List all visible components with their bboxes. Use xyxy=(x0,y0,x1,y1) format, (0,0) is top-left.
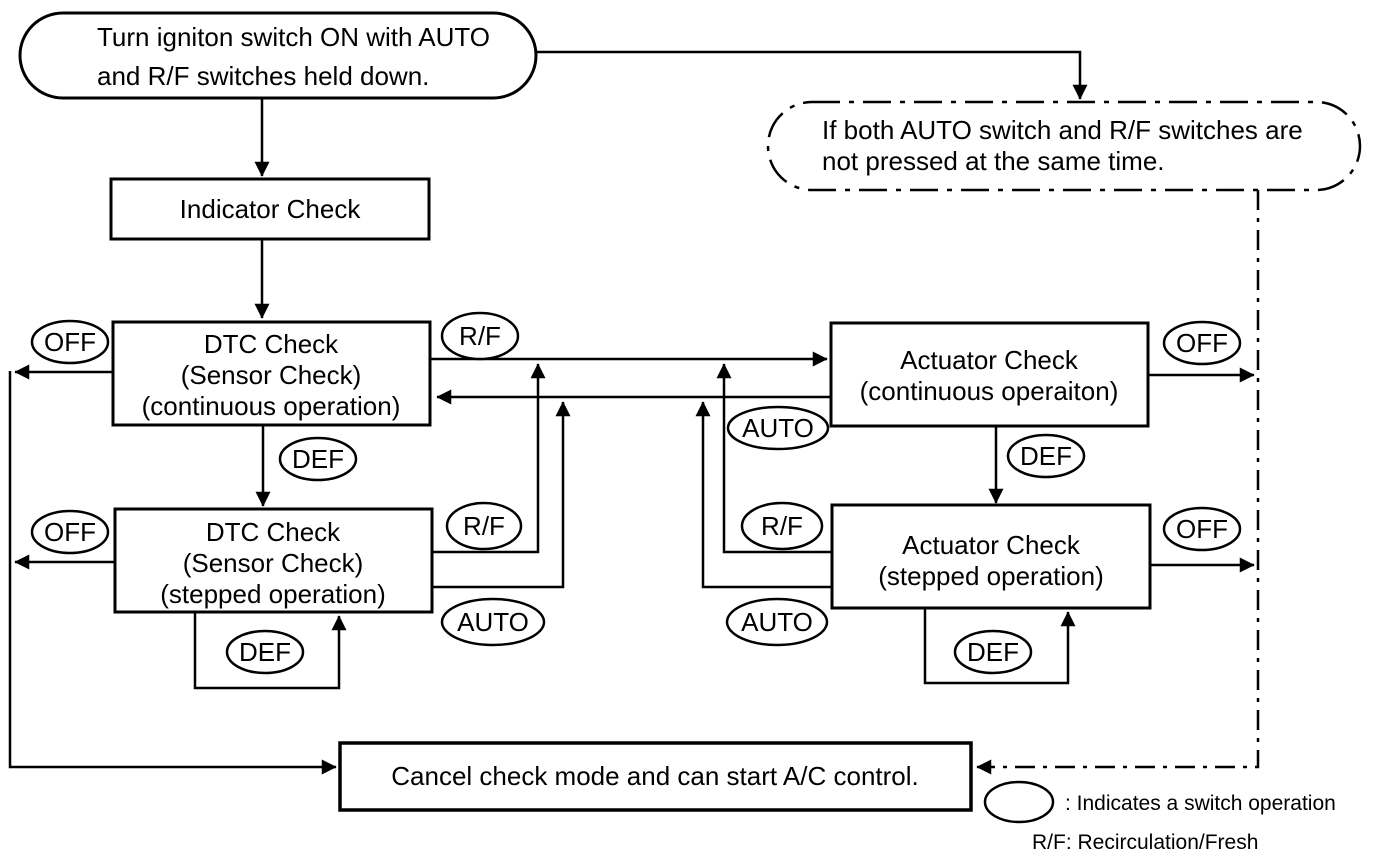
start-node-shape xyxy=(18,11,538,100)
dtc-check-continuous-line1: DTC Check xyxy=(204,329,339,359)
cancel-node: Cancel check mode and can start A/C cont… xyxy=(338,741,973,812)
def-switch-oval: DEF xyxy=(953,629,1033,675)
edge-dtc-stepped-rf-up xyxy=(432,363,546,554)
edge-bypass-to-cancel xyxy=(976,190,1260,775)
auto-oval-shape xyxy=(440,597,546,647)
edge-dtc-stepped-def-loop xyxy=(193,612,347,690)
edge-actuator-stepped-rf-up xyxy=(716,363,832,554)
legend-oval-meaning: : Indicates a switch operation xyxy=(1065,792,1336,815)
def-oval-shape xyxy=(278,436,358,482)
auto-oval-shape xyxy=(726,405,830,451)
def-oval-label: DEF xyxy=(292,444,344,474)
rf-oval-label: R/F xyxy=(459,321,501,351)
indicator-check-shape xyxy=(109,177,431,241)
actuator-check-stepped-line1: Actuator Check xyxy=(902,530,1081,560)
dtc-check-stepped-shape xyxy=(113,507,434,614)
rf-oval-shape xyxy=(445,501,523,551)
auto-oval-label: AUTO xyxy=(742,413,814,443)
off-oval-label: OFF xyxy=(44,517,96,547)
rf-switch-oval: R/F xyxy=(445,501,523,551)
auto-oval-label: AUTO xyxy=(741,607,813,637)
actuator-check-continuous-node: Actuator Check (continuous operaiton) xyxy=(829,321,1150,428)
off-oval-label: OFF xyxy=(44,327,96,357)
legend: : Indicates a switch operation R/F: Reci… xyxy=(983,780,1336,854)
auto-switch-oval: AUTO xyxy=(726,405,830,451)
legend-rf-meaning: R/F: Recirculation/Fresh xyxy=(1032,831,1258,854)
def-oval-shape xyxy=(1006,433,1086,479)
legend-oval-icon xyxy=(983,780,1055,824)
off-oval-shape xyxy=(30,319,110,365)
off-oval-shape xyxy=(1162,320,1242,366)
actuator-check-continuous-shape xyxy=(829,321,1150,428)
auto-switch-oval: AUTO xyxy=(725,597,829,647)
start-node-line2: and R/F switches held down. xyxy=(97,61,429,91)
off-oval-shape xyxy=(30,509,110,555)
off-switch-oval: OFF xyxy=(30,319,110,365)
off-oval-shape xyxy=(1162,506,1242,552)
auto-oval-shape xyxy=(725,597,829,647)
actuator-check-continuous-line1: Actuator Check xyxy=(900,345,1079,375)
edge-off-collector-to-cancel xyxy=(8,371,337,775)
rf-oval-shape xyxy=(440,311,520,361)
rf-switch-oval: R/F xyxy=(740,501,824,551)
off-oval-label: OFF xyxy=(1176,514,1228,544)
edge-actuator-stepped-def-loop xyxy=(923,608,1076,685)
def-oval-label: DEF xyxy=(1020,441,1072,471)
rf-oval-label: R/F xyxy=(463,511,505,541)
indicator-check-label: Indicator Check xyxy=(180,194,362,224)
auto-oval-label: AUTO xyxy=(457,607,529,637)
rf-oval-label: R/F xyxy=(761,511,803,541)
dtc-check-stepped-line1: DTC Check xyxy=(206,517,341,547)
actuator-check-stepped-node: Actuator Check (stepped operation) xyxy=(830,503,1152,610)
bypass-node-line2: not pressed at the same time. xyxy=(822,146,1165,176)
def-switch-oval: DEF xyxy=(225,629,305,675)
def-oval-shape xyxy=(953,629,1033,675)
off-switch-oval: OFF xyxy=(30,509,110,555)
dtc-check-continuous-line2: (Sensor Check) xyxy=(181,360,362,390)
rf-switch-oval: R/F xyxy=(440,311,520,361)
rf-oval-shape xyxy=(740,501,824,551)
bypass-node-line1: If both AUTO switch and R/F switches are xyxy=(822,115,1303,145)
dtc-check-stepped-node: DTC Check (Sensor Check) (stepped operat… xyxy=(113,507,434,614)
actuator-check-stepped-line2: (stepped operation) xyxy=(878,561,1103,591)
off-oval-label: OFF xyxy=(1176,328,1228,358)
start-node-line1: Turn igniton switch ON with AUTO xyxy=(97,22,490,52)
dtc-check-continuous-shape xyxy=(111,320,432,427)
def-oval-label: DEF xyxy=(967,637,1019,667)
edge-dtc-stepped-auto-up xyxy=(432,401,571,589)
start-node: Turn igniton switch ON with AUTO and R/F… xyxy=(18,11,538,100)
actuator-check-continuous-line2: (continuous operaiton) xyxy=(860,376,1119,406)
dtc-check-stepped-line3: (stepped operation) xyxy=(160,579,385,609)
off-switch-oval: OFF xyxy=(1162,506,1242,552)
def-oval-shape xyxy=(225,629,305,675)
auto-switch-oval: AUTO xyxy=(440,597,546,647)
def-oval-label: DEF xyxy=(239,637,291,667)
bypass-node: If both AUTO switch and R/F switches are… xyxy=(766,100,1362,192)
actuator-check-stepped-shape xyxy=(830,503,1152,610)
indicator-check-node: Indicator Check xyxy=(109,177,431,241)
dtc-check-continuous-node: DTC Check (Sensor Check) (continuous ope… xyxy=(111,320,432,427)
cancel-node-shape xyxy=(338,741,973,812)
edge-actuator-stepped-auto-up xyxy=(695,401,832,589)
dtc-check-stepped-line2: (Sensor Check) xyxy=(183,548,364,578)
cancel-node-label: Cancel check mode and can start A/C cont… xyxy=(391,761,919,791)
def-switch-oval: DEF xyxy=(278,436,358,482)
off-switch-oval: OFF xyxy=(1162,320,1242,366)
def-switch-oval: DEF xyxy=(1006,433,1086,479)
bypass-node-shape xyxy=(766,100,1362,192)
edge-start-to-bypass xyxy=(536,50,1088,100)
dtc-check-continuous-line3: (continuous operation) xyxy=(142,391,401,421)
